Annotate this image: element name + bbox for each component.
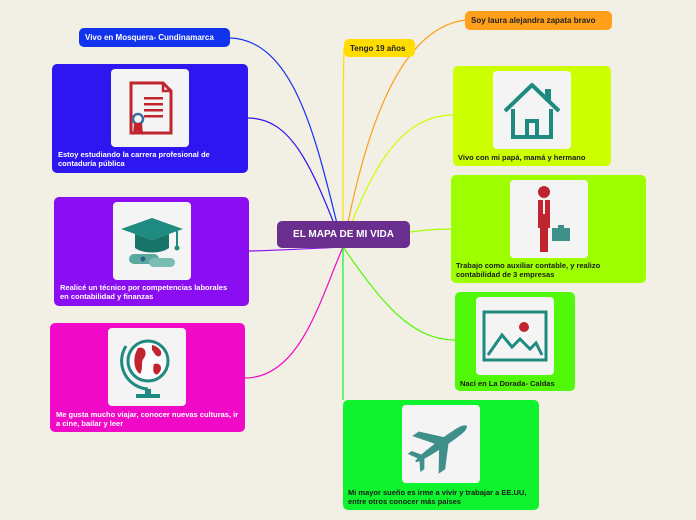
link-edad — [342, 47, 345, 248]
topic-sueno-label: Mi mayor sueño es irme a vivir y trabaja… — [348, 488, 527, 506]
topic-edad[interactable]: Tengo 19 años — [344, 39, 415, 57]
airplane-icon — [402, 405, 480, 483]
topic-nacimiento-label: Nací en La Dorada- Caldas — [460, 379, 555, 388]
topic-trabajo-label: Trabajo como auxiliar contable, y realiz… — [456, 261, 601, 279]
topic-nombre[interactable]: Soy laura alejandra zapata bravo — [465, 11, 612, 30]
house-icon — [493, 71, 571, 149]
central-topic-label: EL MAPA DE MI VIDA — [293, 229, 394, 240]
topic-mosquera[interactable]: Vivo en Mosquera- Cundinamarca — [79, 28, 230, 47]
topic-tecnico-label: Realicé un técnico por competencias labo… — [60, 283, 228, 301]
certificate-icon — [111, 69, 189, 147]
link-estudio — [246, 117, 344, 248]
topic-trabajo[interactable]: Trabajo como auxiliar contable, y realiz… — [451, 175, 646, 283]
topic-sueno[interactable]: Mi mayor sueño es irme a vivir y trabaja… — [343, 400, 539, 510]
graduation-cap-icon — [113, 202, 191, 280]
topic-estudio-label: Estoy estudiando la carrera profesional … — [58, 150, 210, 168]
globe-icon — [108, 328, 186, 406]
link-nombre — [342, 19, 466, 248]
link-nacimiento — [342, 246, 456, 341]
businessman-icon — [510, 180, 588, 258]
topic-mosquera-label: Vivo en Mosquera- Cundinamarca — [85, 33, 214, 42]
topic-nacimiento[interactable]: Nací en La Dorada- Caldas — [455, 292, 575, 391]
topic-viajar-label: Me gusta mucho viajar, conocer nuevas cu… — [56, 410, 239, 428]
topic-viajar[interactable]: Me gusta mucho viajar, conocer nuevas cu… — [50, 323, 245, 432]
central-topic[interactable]: EL MAPA DE MI VIDA — [277, 221, 410, 248]
topic-estudio[interactable]: Estoy estudiando la carrera profesional … — [52, 64, 248, 173]
link-mosquera — [229, 37, 344, 248]
topic-tecnico[interactable]: Realicé un técnico por competencias labo… — [54, 197, 249, 306]
link-familia — [342, 114, 454, 248]
topic-familia[interactable]: Vivo con mi papá, mamá y hermano — [453, 66, 611, 166]
topic-familia-label: Vivo con mi papá, mamá y hermano — [458, 153, 586, 162]
topic-nombre-label: Soy laura alejandra zapata bravo — [471, 16, 596, 25]
link-viajar — [244, 246, 344, 379]
topic-edad-label: Tengo 19 años — [350, 43, 406, 53]
picture-icon — [476, 297, 554, 375]
